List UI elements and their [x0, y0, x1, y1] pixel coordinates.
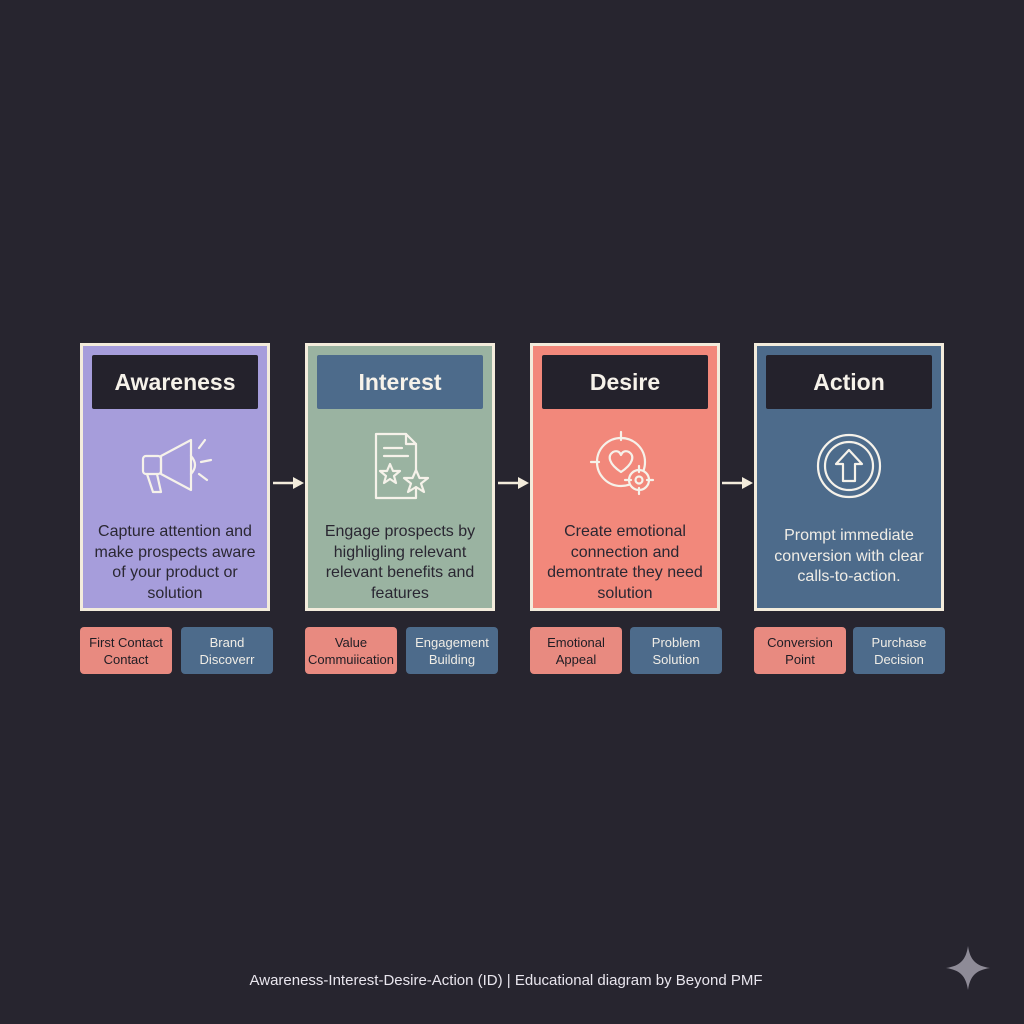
stage-title-desire: Desire — [542, 355, 708, 409]
stage-card-interest: Interest Engage prospects by highligling… — [305, 343, 495, 611]
stage-title-interest: Interest — [317, 355, 483, 409]
stage-title-awareness: Awareness — [92, 355, 258, 409]
flow-arrow-3 — [722, 475, 754, 491]
stage-description-awareness: Capture attention and make prospects awa… — [94, 523, 256, 602]
stage-description-interest: Engage prospects by highligling relevant… — [324, 523, 476, 602]
up-arrow-circle-icon — [809, 426, 889, 506]
tag-brand-discovery: Brand Discoverr — [181, 627, 273, 674]
footer-caption: Awareness-Interest-Desire-Action (ID) | … — [249, 972, 763, 989]
tag-value-communication: Value Commuiication — [305, 627, 397, 674]
stage-card-awareness: Awareness Capture attention and make pro… — [80, 343, 270, 611]
tag-emotional-appeal: Emotional Appeal — [530, 627, 622, 674]
stage-description-action: Prompt immediate conversion with clear c… — [774, 527, 924, 585]
tag-engagement-building: Engagement Building — [406, 627, 498, 674]
document-stars-icon — [360, 426, 440, 506]
tag-problem-solution: Problem Solution — [630, 627, 722, 674]
megaphone-icon — [135, 426, 215, 506]
flow-arrow-1 — [273, 475, 305, 491]
stage-title-action: Action — [766, 355, 932, 409]
stage-description-desire: Create emotional connection and demontra… — [547, 523, 703, 602]
stage-card-desire: Desire Create emotional connection and d… — [530, 343, 720, 611]
stage-card-action: Action Prompt immediate conversion with … — [754, 343, 944, 611]
flow-arrow-2 — [498, 475, 530, 491]
tag-first-contact: First Contact Contact — [80, 627, 172, 674]
tag-conversion-point: Conversion Point — [754, 627, 846, 674]
tag-purchase-decision: Purchase Decision — [853, 627, 945, 674]
sparkle-icon — [944, 944, 992, 992]
heart-target-icon — [585, 426, 665, 506]
